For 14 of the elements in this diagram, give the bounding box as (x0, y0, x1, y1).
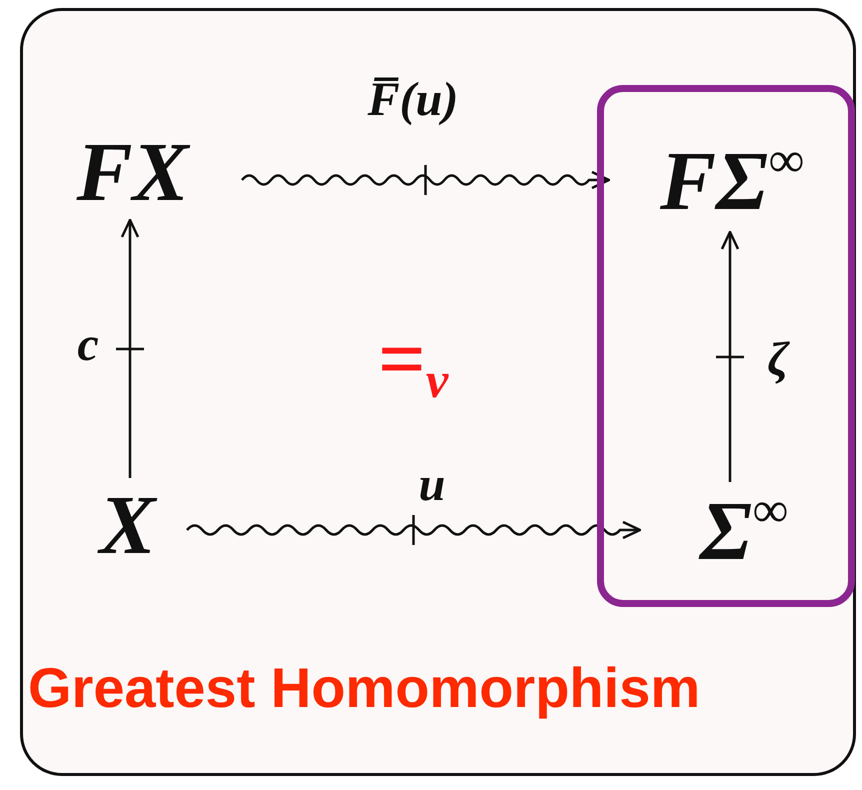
math-term: FΣ$^{∞}$ (660, 140, 804, 224)
wavy-arrow (186, 520, 642, 540)
math-term: FX (76, 130, 189, 214)
arrow (720, 230, 740, 482)
edge-label: u (418, 461, 446, 509)
edge-label: F̅(u) (368, 76, 458, 124)
math-term: Σ$^{∞}$ (700, 490, 788, 574)
equation-symbol: =$_{ν}$ (378, 318, 448, 406)
wavy-arrow (241, 170, 610, 190)
edge-label: c (77, 321, 99, 369)
edge-label: ζ (767, 336, 789, 384)
math-term: X (99, 484, 156, 568)
arrow (120, 218, 140, 478)
frame-box (597, 85, 855, 607)
